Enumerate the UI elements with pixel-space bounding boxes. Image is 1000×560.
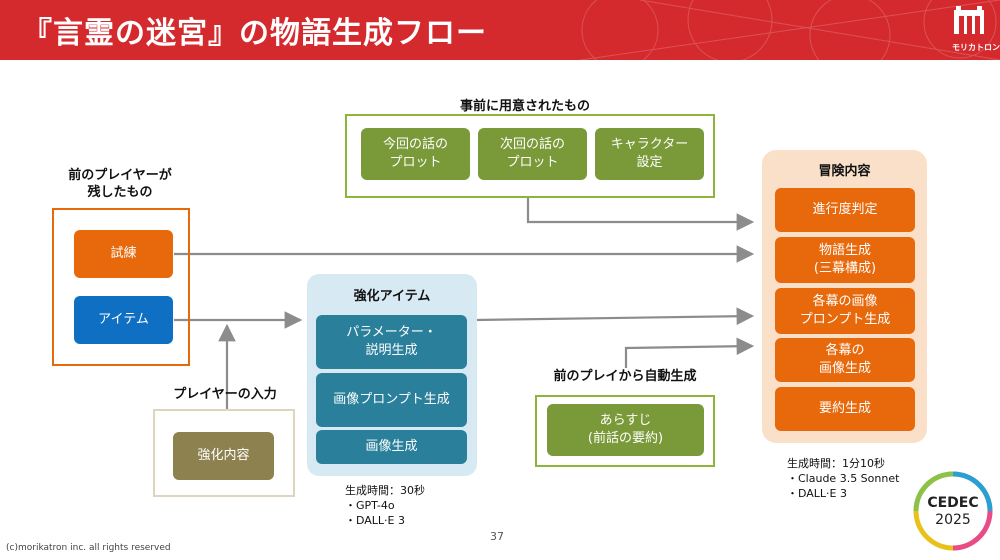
player-input-container (153, 409, 295, 497)
enhanced-item-label: 強化アイテム (353, 289, 431, 304)
prepared-item-current-plot: 今回の話の プロット (361, 128, 470, 180)
previous-item-trial: 試練 (74, 230, 173, 278)
prepared-container (345, 114, 715, 198)
cedec-ring-icon (913, 471, 993, 551)
auto-generated-container (535, 395, 715, 467)
adventure-step-image-generation: 各幕の 画像生成 (775, 338, 915, 382)
adventure-note: 生成時間：1分10秒 ・Claude 3.5 Sonnet ・DALL·E 3 (787, 457, 900, 500)
prepared-label: 事前に用意されたもの (459, 99, 590, 114)
cedec-name: CEDEC (927, 495, 979, 511)
adventure-step-progress: 進行度判定 (775, 188, 915, 232)
arrow-prepared-to-adventure (526, 197, 755, 231)
enhanced-item-note: 生成時間：30秒 ・GPT-4o ・DALL·E 3 (345, 484, 425, 527)
previous-player-container (52, 208, 190, 366)
copyright: (c)morikatron inc. all rights reserved (6, 543, 171, 553)
player-input-label: プレイヤーの入力 (173, 387, 277, 402)
previous-player-label: 前のプレイヤーが 残したもの (68, 168, 172, 200)
cedec-logo: CEDEC 2025 (912, 470, 994, 552)
player-input-enhance-content: 強化内容 (173, 432, 274, 480)
slide-header: 『言霊の迷宮』の物語生成フロー モリカトロン (0, 0, 1000, 60)
adventure-label: 冒険内容 (818, 164, 871, 179)
previous-item-item: アイテム (74, 296, 173, 344)
cedec-year: 2025 (935, 512, 971, 528)
enhanced-step-image-prompt: 画像プロンプト生成 (316, 373, 467, 427)
adventure-step-image-prompt: 各幕の画像 プロンプト生成 (775, 288, 915, 334)
enhanced-step-parameter-description: パラメーター・ 説明生成 (316, 315, 467, 369)
page-number: 37 (490, 530, 504, 543)
arrow-enhanced-to-adventure (475, 307, 755, 326)
auto-generated-synopsis: あらすじ (前話の要約) (547, 404, 704, 456)
logo-text: モリカトロン (952, 43, 1000, 52)
prepared-item-character-settings: キャラクター 設定 (595, 128, 704, 180)
header-pattern (580, 0, 1000, 60)
morikatron-logo-icon (954, 6, 984, 34)
adventure-step-summary: 要約生成 (775, 387, 915, 431)
enhanced-step-image-generation: 画像生成 (316, 430, 467, 464)
prepared-item-next-plot: 次回の話の プロット (478, 128, 587, 180)
auto-generated-label: 前のプレイから自動生成 (553, 369, 697, 384)
morikatron-logo: モリカトロン (952, 6, 1000, 54)
adventure-step-story: 物語生成 (三幕構成) (775, 237, 915, 283)
arrow-auto-to-adventure (624, 337, 755, 368)
slide-title: 『言霊の迷宮』の物語生成フロー (22, 16, 487, 51)
